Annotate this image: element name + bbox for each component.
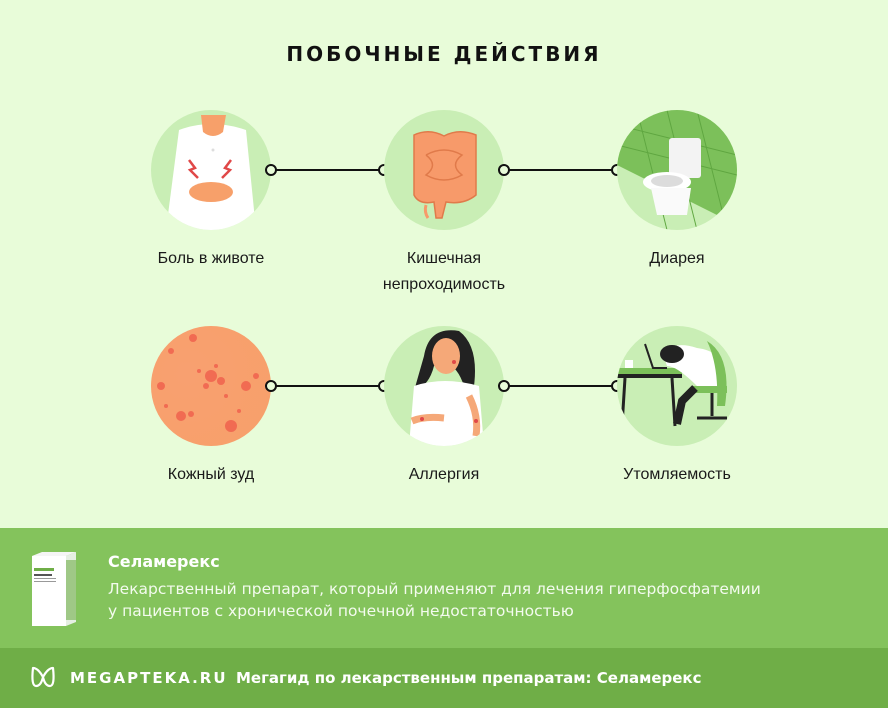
page-title: ПОБОЧНЫЕ ДЕЙСТВИЯ xyxy=(286,42,602,66)
drug-package-image xyxy=(30,550,78,628)
skin-rash-icon xyxy=(151,326,271,446)
toilet-icon xyxy=(617,110,737,230)
effect-label: Боль в животе xyxy=(157,250,265,267)
connector-dot xyxy=(498,380,510,392)
connector-dot xyxy=(498,164,510,176)
connector-line xyxy=(504,385,616,387)
connector-line xyxy=(271,169,383,171)
footer-guide-text: Мегагид по лекарственным препаратам: Сел… xyxy=(236,669,702,687)
effect-label: Аллергия xyxy=(408,466,480,483)
description-line1: Лекарственный препарат, который применяю… xyxy=(108,580,761,598)
connector-dot xyxy=(265,164,277,176)
allergy-woman-icon xyxy=(384,326,504,446)
megapteka-logo-icon xyxy=(30,666,56,692)
effect-label-line1: Кишечная xyxy=(406,250,482,267)
stomach-pain-icon xyxy=(151,110,271,230)
tired-worker-icon xyxy=(617,326,737,446)
brand-link[interactable]: MEGAPTEKA.RU xyxy=(70,669,228,687)
drug-name: Селамерекс xyxy=(108,552,220,571)
intestine-icon xyxy=(384,110,504,230)
effect-label: Утомляемость xyxy=(623,466,731,483)
connector-line xyxy=(271,385,383,387)
description-line2: у пациентов с хронической почечной недос… xyxy=(108,602,574,620)
connector-dot xyxy=(265,380,277,392)
footer: MEGAPTEKA.RU Мегагид по лекарственным пр… xyxy=(0,648,888,708)
effect-label: Кожный зуд xyxy=(167,466,255,483)
drug-description: Лекарственный препарат, который применяю… xyxy=(108,578,828,622)
effect-label: Кишечная непроходимость xyxy=(344,246,544,298)
effect-label: Диарея xyxy=(649,250,705,267)
drug-info-band: Селамерекс Лекарственный препарат, котор… xyxy=(0,528,888,648)
effect-label-line2: непроходимость xyxy=(382,276,506,293)
connector-line xyxy=(504,169,616,171)
